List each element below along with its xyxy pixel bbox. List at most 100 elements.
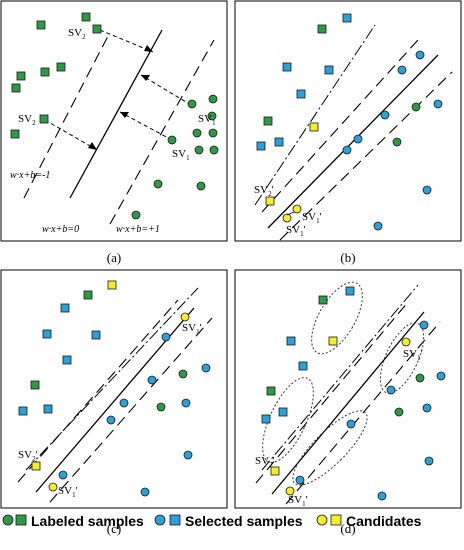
legend-selected-circle-icon (154, 514, 166, 526)
selected-circle (346, 419, 356, 429)
selected-circle (422, 403, 432, 413)
panel-b: SV2' SV1' SV1' (234, 0, 462, 242)
equation-neg: w·x+b=-1 (10, 170, 50, 181)
arrow-sv2-left (44, 119, 98, 151)
arrowhead (144, 45, 153, 52)
selected-square (60, 303, 70, 313)
labeled-square (30, 380, 40, 390)
selected-square (324, 65, 334, 75)
legend-candidate-circle-icon (316, 514, 328, 526)
selected-circle (386, 385, 396, 395)
selected-circle (181, 398, 191, 408)
sv-label: SV2' (255, 455, 275, 469)
labeled-circle (178, 369, 188, 379)
labeled-square (83, 290, 93, 300)
labeled-square (10, 129, 20, 139)
candidate-square (265, 196, 275, 206)
sv-label: SV1' (182, 322, 202, 336)
selected-circle (295, 475, 305, 485)
panel-d: SV1' SV2' SV1' (234, 269, 462, 509)
hyperplane-line (35, 307, 195, 493)
labeled-square (11, 83, 21, 93)
labeled-circle (153, 179, 163, 189)
margin-line-pos (49, 317, 213, 503)
panel-c-frame (0, 269, 228, 509)
selected-circle (377, 491, 387, 501)
sv-label: SV1' (58, 485, 78, 499)
selected-square (298, 361, 308, 371)
labeled-circle (187, 99, 197, 109)
caption-c: (c) (107, 521, 121, 536)
panel-a-frame (0, 0, 228, 242)
selected-circle (397, 65, 407, 75)
candidate-circle (401, 337, 411, 347)
legend-candidates: Candidates (316, 513, 422, 529)
selected-square (274, 137, 284, 147)
labeled-circle (411, 102, 421, 112)
margin-line-neg (255, 301, 409, 484)
selected-circle (58, 470, 68, 480)
selected-square (43, 404, 53, 414)
labeled-circle (415, 373, 425, 383)
selected-square (42, 329, 52, 339)
panel-d-frame (234, 269, 462, 509)
caption-a: (a) (107, 250, 121, 265)
arrowhead (120, 112, 129, 118)
selected-circle (433, 99, 443, 109)
legend-labeled: Labeled samples (2, 513, 144, 529)
legend: Labeled samples Selected samples Candida… (2, 513, 422, 529)
selected-circle (119, 398, 129, 408)
labeled-circle (207, 111, 217, 121)
legend-selected: Selected samples (154, 513, 303, 529)
labeled-square (318, 295, 328, 305)
candidate-square (31, 461, 41, 471)
labeled-square (263, 116, 273, 126)
selected-circle (373, 221, 383, 231)
selected-square (286, 336, 296, 346)
margin-line-neg (23, 35, 109, 199)
selected-circle (183, 450, 193, 460)
sv-label: SV2 (18, 113, 36, 127)
arrow-sv1-right (140, 74, 192, 106)
selected-square (342, 13, 352, 23)
margin-line-neg (261, 39, 419, 213)
cluster-ellipse (379, 322, 425, 394)
legend-candidates-text: Candidates (346, 513, 422, 529)
sv-label: SV1 (198, 113, 216, 127)
selected-square (282, 62, 292, 72)
old-hyperplane (261, 284, 419, 471)
margin-line-pos (279, 71, 453, 241)
legend-labeled-text: Labeled samples (31, 513, 144, 529)
sv-label: SV1 (172, 148, 190, 162)
hyperplane-line (69, 29, 163, 199)
selected-circle (422, 185, 432, 195)
selected-circle (106, 415, 116, 425)
sv-label: SV1' (302, 211, 322, 225)
selected-square (91, 330, 101, 340)
labeled-square (317, 24, 327, 34)
cluster-ellipse (292, 410, 368, 486)
candidate-square (270, 466, 280, 476)
labeled-square (266, 386, 276, 396)
margin-line-pos (109, 39, 215, 225)
legend-candidate-square-icon (330, 514, 342, 526)
sv-dash (286, 211, 295, 216)
labeled-square (40, 67, 50, 77)
candidate-circle (285, 486, 295, 496)
labeled-circle (209, 145, 219, 155)
candidate-circle (282, 213, 292, 223)
margin-line-pos (285, 321, 441, 505)
old-hyperplane (25, 287, 199, 471)
labeled-circle (394, 407, 404, 417)
candidate-square (107, 280, 117, 290)
selected-square (278, 407, 288, 417)
caption-b: (b) (340, 250, 355, 265)
selected-circle (419, 320, 429, 330)
labeled-circle (208, 94, 218, 104)
selected-circle (161, 332, 171, 342)
labeled-circle (208, 128, 218, 138)
legend-selected-square-icon (169, 514, 181, 526)
selected-circle (201, 363, 211, 373)
candidate-square (309, 122, 319, 132)
